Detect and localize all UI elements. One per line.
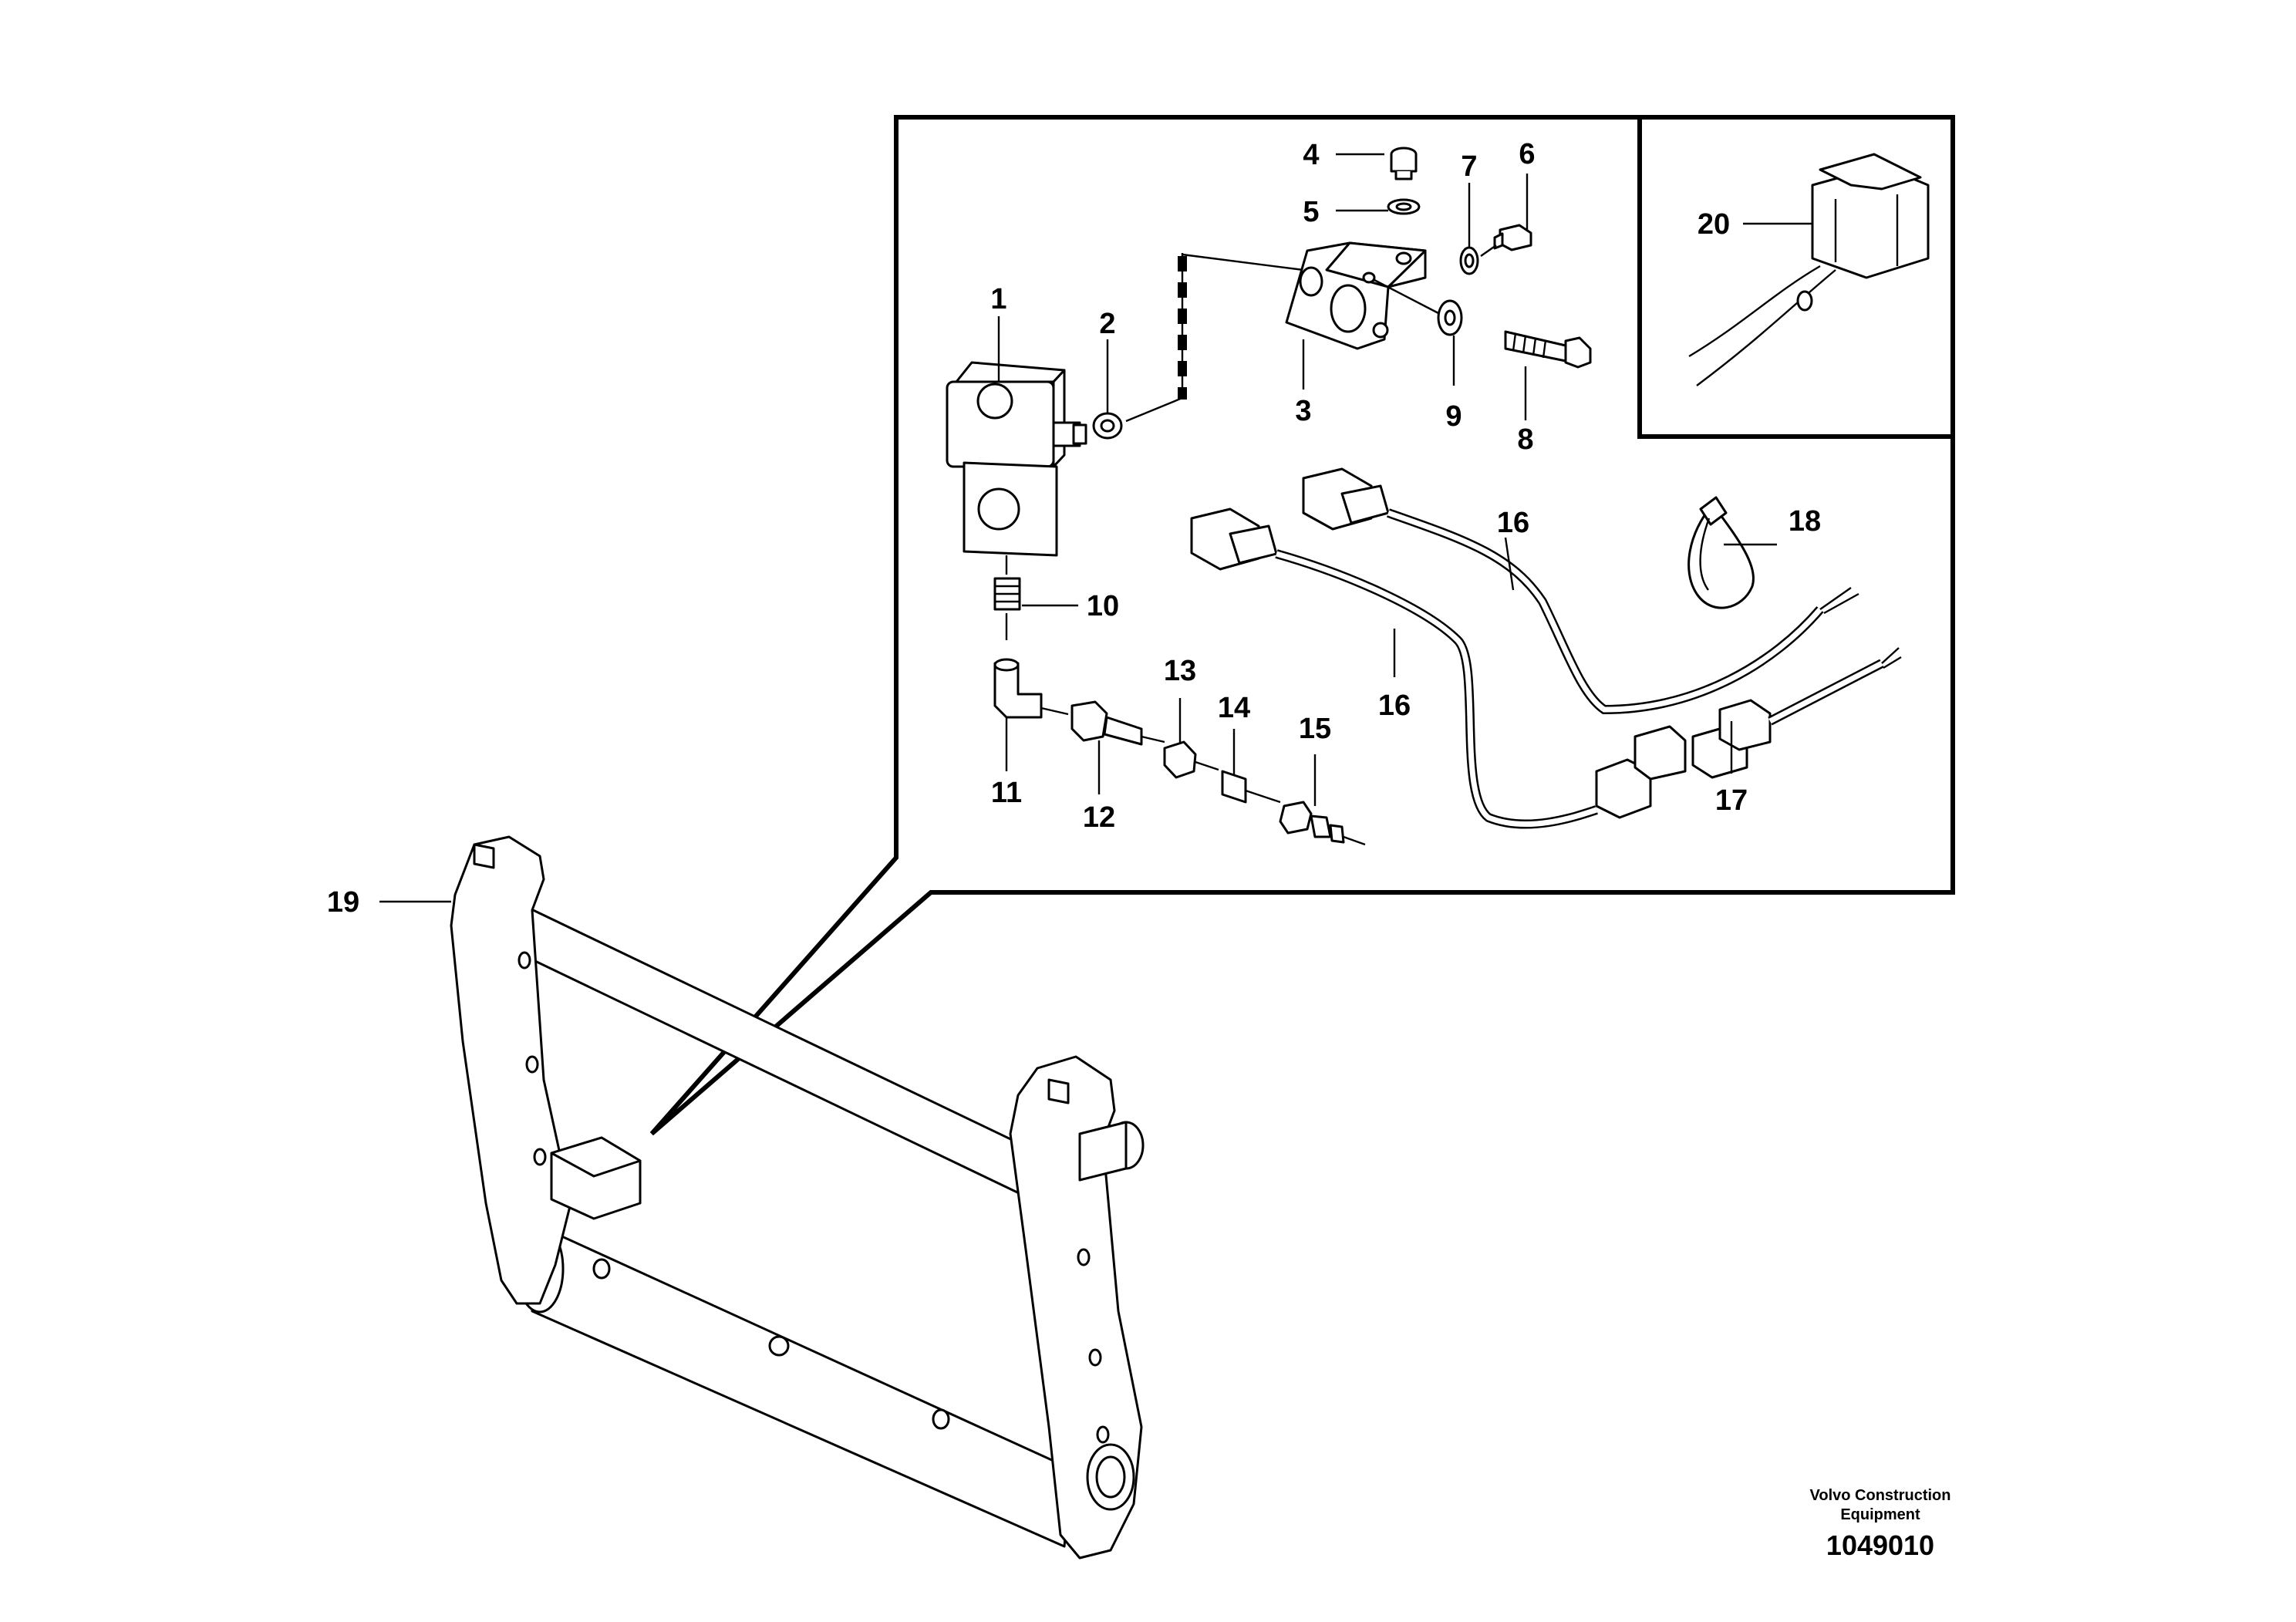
inset-frame [1637, 117, 1953, 439]
callout-1: 1 [990, 283, 1006, 315]
callout-13: 13 [1164, 655, 1196, 687]
o-ring-washer [1092, 412, 1123, 440]
document-number: 1049010 [1826, 1529, 1934, 1561]
callout-10: 10 [1087, 590, 1119, 622]
callout-7: 7 [1461, 150, 1477, 183]
callout-labels: 1 2 3 4 5 6 7 8 9 10 11 12 13 14 15 16 1… [327, 138, 1821, 919]
callout-17: 17 [1715, 784, 1748, 817]
quick-coupler-frame [450, 835, 1145, 1560]
washer-part5 [1387, 198, 1421, 215]
rocker-switch-part20 [1688, 153, 1930, 386]
sleeve-part14 [1221, 770, 1281, 804]
callout-15: 15 [1299, 713, 1331, 745]
fitting-part15 [1279, 801, 1366, 846]
plug-part4 [1390, 147, 1418, 180]
washer-part7 [1459, 246, 1479, 275]
credit-line-2: Equipment [1840, 1506, 1920, 1523]
adapter-part10 [993, 555, 1021, 640]
callout-20: 20 [1698, 208, 1730, 241]
credit-line-1: Volvo Construction [1810, 1487, 1951, 1504]
callout-6: 6 [1519, 138, 1535, 170]
callout-3: 3 [1295, 395, 1311, 427]
cable-tie-part18 [1687, 496, 1755, 609]
valve-block [1285, 241, 1427, 350]
washer-part9 [1437, 299, 1463, 336]
elbow-part11 [993, 658, 1043, 719]
callout-18: 18 [1789, 505, 1821, 538]
callout-12: 12 [1083, 801, 1115, 834]
plug-part6 [1480, 224, 1532, 257]
callout-11: 11 [991, 777, 1022, 809]
cable-harness-part16-upper [1302, 467, 1859, 715]
callout-16-upper: 16 [1497, 507, 1529, 539]
cable-harness-part17 [1691, 647, 1902, 779]
callout-16-lower: 16 [1378, 690, 1411, 722]
callout-4: 4 [1303, 139, 1319, 171]
callout-5: 5 [1303, 196, 1319, 228]
nut-part13 [1163, 740, 1219, 779]
bolt-part8 [1372, 278, 1592, 369]
cable-harness-part16-lower [1190, 508, 1687, 829]
nut-part12 [1040, 700, 1165, 746]
callout-2: 2 [1099, 308, 1115, 340]
callout-9: 9 [1445, 400, 1462, 433]
callout-8: 8 [1517, 423, 1533, 456]
leader-lines [379, 153, 1812, 903]
detail-frame [649, 115, 1955, 1136]
publisher-credit: Volvo Construction Equipment 1049010 [1810, 1487, 1951, 1561]
callout-14: 14 [1218, 692, 1250, 724]
callout-19: 19 [327, 886, 359, 919]
pipe-connector [1125, 253, 1304, 423]
solenoid-valve [946, 361, 1087, 557]
